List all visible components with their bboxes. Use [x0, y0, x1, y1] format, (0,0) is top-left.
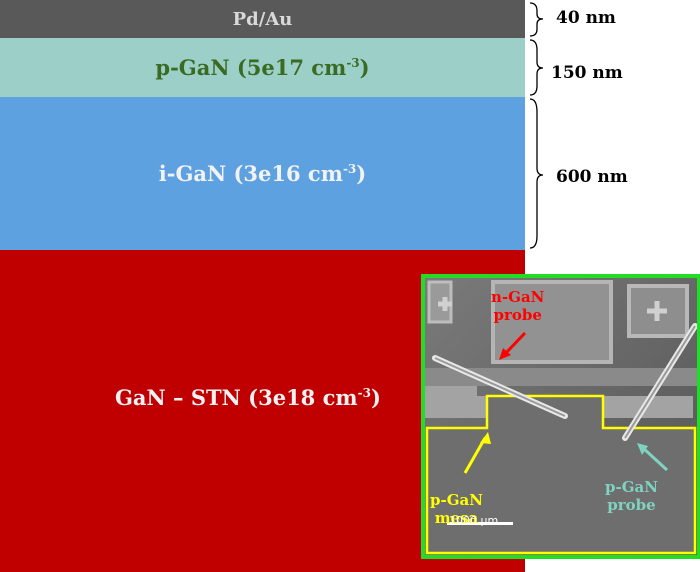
gan-stn-label: GaN – STN (3e18 cm-3) — [115, 385, 381, 410]
scale-bar-line — [447, 522, 513, 525]
layer-p-gan: p-GaN (5e17 cm-3) — [0, 38, 525, 97]
brace-i-gan — [529, 98, 544, 249]
pd-au-label: Pd/Au — [232, 8, 293, 30]
brace-p-gan — [529, 39, 544, 96]
thickness-i-gan: 600 nm — [556, 167, 628, 187]
brace-pd-au — [529, 2, 544, 37]
layer-i-gan: i-GaN (3e16 cm-3) — [0, 97, 525, 250]
p-gan-label: p-GaN (5e17 cm-3) — [155, 55, 370, 80]
scale-bar-label: 1000 μm — [449, 514, 499, 527]
sem-micrograph — [425, 278, 697, 555]
i-gan-label: i-GaN (3e16 cm-3) — [158, 161, 367, 186]
alignment-mark — [438, 297, 452, 311]
thickness-pd-au: 40 nm — [556, 8, 616, 28]
thickness-p-gan: 150 nm — [551, 63, 623, 83]
layer-pd-au: Pd/Au — [0, 0, 525, 38]
thickness-braces — [529, 2, 544, 249]
